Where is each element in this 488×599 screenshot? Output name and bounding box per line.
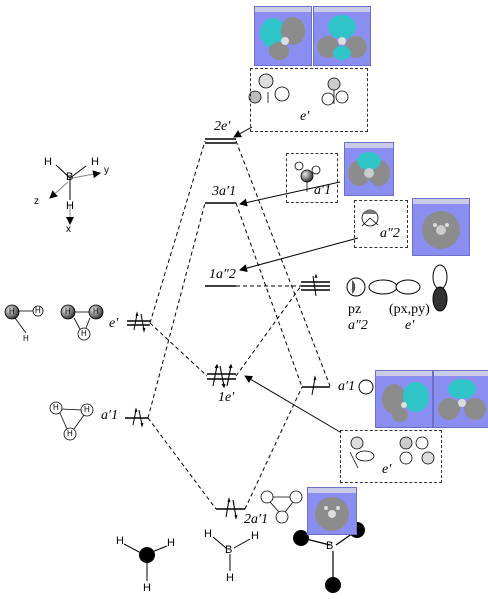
label-pz: pz [348,302,362,317]
axis-label-y: y [104,165,109,176]
pz-orbital-icon [346,277,366,297]
atom-h-e2-b: H [93,307,99,316]
h3-level-e [127,311,150,333]
atom-h-e1-c: H [23,334,29,343]
orbital-render-2e-b [313,6,371,66]
h3-a1-orbital [49,401,94,441]
atom-b-bottom: B [225,544,233,556]
label-pxpy: (px,py) [389,302,430,317]
label-level-3a1: 3a′1 [212,184,237,199]
label-h3-a1: a′1 [101,408,119,423]
s-orbital-icon [358,379,374,395]
box-a2-sketch [361,209,379,227]
atom-h-axes-2: H [91,156,99,168]
box-a1 [286,153,338,203]
a1-bottom-sketch [260,490,303,524]
atom-h-bottom-2: H [167,537,175,549]
label-b-a1: a′1 [338,379,356,394]
box-e-top-sketch [248,73,349,106]
atom-h-axes-3: H [66,200,74,212]
box-e-bottom-sketch [349,436,435,469]
atom-h-e2-c: H [81,329,87,338]
pointer-arrows [233,126,359,433]
label-box-e-top: e′ [300,109,310,124]
label-box-e-bottom: e′ [382,462,392,477]
px-orbital-icon [368,279,421,295]
atom-h-a1-a: H [53,403,59,412]
b-level-p [301,273,330,297]
atom-h-e1-b: H [35,306,41,315]
label-level-1a2: 1a″2 [209,267,236,282]
atom-h-bh3-1: H [204,528,212,540]
atom-h-a1-b: H [84,405,90,414]
axis-label-z: z [34,196,39,207]
label-level-1e: 1e′ [218,390,235,405]
box-a2 [354,200,408,248]
atom-h-bh3-3: H [226,572,234,584]
h3-e-orbital-left [4,304,44,334]
level-2a1 [216,497,245,520]
bh3-axes-molecule [49,164,101,225]
orbital-render-1a2 [412,198,470,256]
atom-h-e2-a: H [65,307,71,316]
py-orbital-icon [432,264,448,312]
atom-h-bh3-2: H [251,530,259,542]
bh3-bottom-molecule [212,536,251,571]
atom-h-axes-1: H [44,156,52,168]
label-level-2e: 2e′ [214,119,231,134]
level-1e [207,363,236,389]
atom-b-axes: B [66,171,74,183]
label-box-a2: a″2 [380,226,400,241]
atom-b-right-bottom: B [326,540,334,552]
label-box-a1: a′1 [314,183,332,198]
label-h3-e: e′ [109,316,119,331]
label-pxpy-symmetry: e′ [405,318,415,333]
correlation-lines [147,140,331,510]
atom-h-e1-a: H [9,307,15,316]
orbital-render-2a1 [307,487,357,535]
b-bottom-molecule [293,522,365,593]
box-e-bottom [340,430,442,483]
h3-level-a1 [125,407,148,428]
orbital-render-1e-b [433,370,488,428]
atom-h-bottom-3: H [143,582,151,594]
box-a1-sketch [294,161,321,192]
atom-h-a1-c: H [67,429,73,438]
h3-bottom-molecule [123,543,168,581]
orbital-render-1e-a [375,370,433,428]
axis-label-x: x [66,224,71,235]
orbital-render-3a1 [344,142,394,196]
label-pz-symmetry: a″2 [348,318,368,333]
b-level-s [302,375,330,396]
h3-e-orbital-right [60,304,104,341]
atom-h-bottom-1: H [116,535,124,547]
level-2e [205,138,236,144]
orbital-render-2e-a [254,6,312,66]
box-e-top [250,68,368,132]
label-level-2a1: 2a′1 [244,512,269,527]
